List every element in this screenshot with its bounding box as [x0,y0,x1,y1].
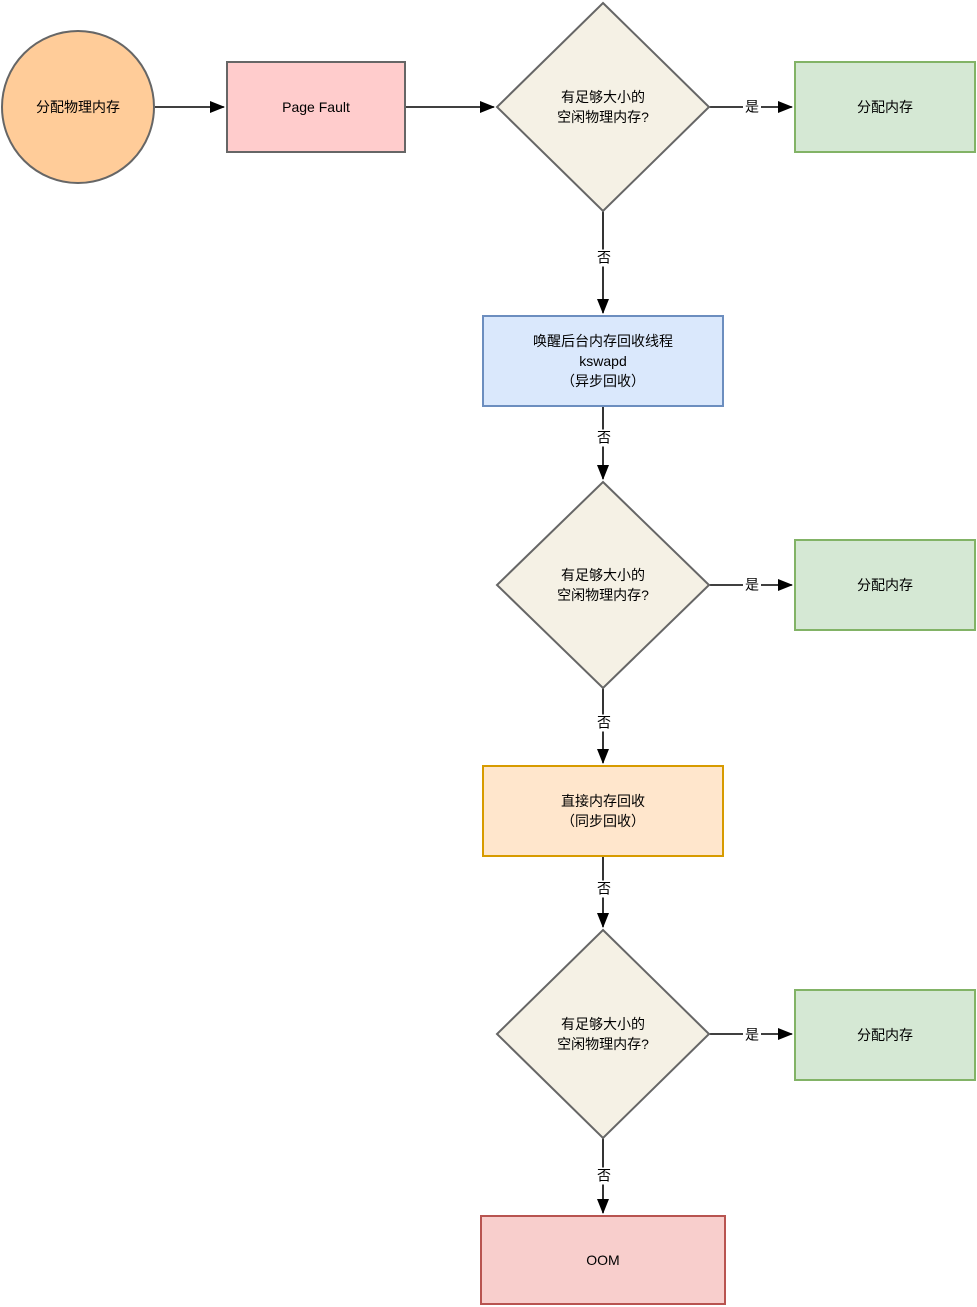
edge-label-yes-2: 是 [743,576,761,594]
edge-label-no-3: 否 [595,714,613,732]
decision-diamond-2 [495,480,711,690]
decision-diamond-1 [495,1,711,213]
allocate-memory-box-2 [794,539,976,631]
kswapd-box [482,315,724,407]
edge-label-yes-3: 是 [743,1026,761,1044]
start-circle [1,30,155,184]
edge-label-no-2: 否 [595,429,613,447]
allocate-memory-box-1 [794,61,976,153]
edge-label-no-1: 否 [595,249,613,267]
page-fault-box [226,61,406,153]
edge-label-no-5: 否 [595,1167,613,1185]
decision-diamond-3 [495,928,711,1140]
edge-label-no-4: 否 [595,880,613,898]
oom-box [480,1215,726,1305]
edge-label-yes-1: 是 [743,98,761,116]
allocate-memory-box-3 [794,989,976,1081]
direct-reclaim-box [482,765,724,857]
